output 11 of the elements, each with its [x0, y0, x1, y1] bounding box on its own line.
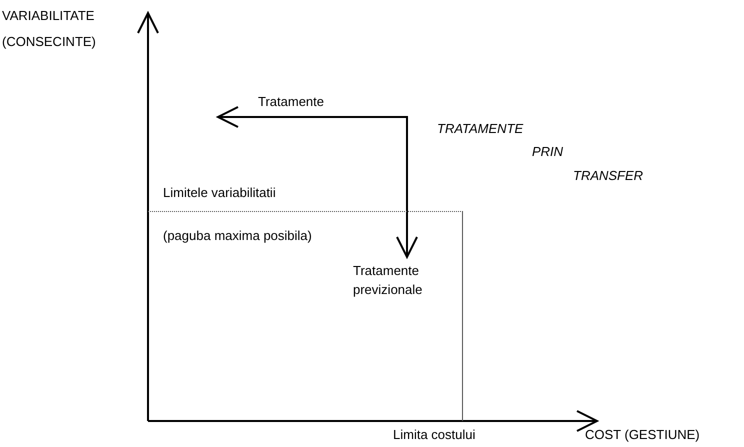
node-label: Tratamente previzionale [353, 262, 424, 299]
bent-arrow [217, 106, 418, 258]
node-label: (paguba maxima posibila) [163, 228, 312, 244]
axis-label: COST (GESTIUNE) [585, 427, 700, 443]
diagram-note: TRATAMENTE [437, 121, 524, 137]
region-heading: Limitele variabilitatii [163, 185, 276, 201]
diagram-note: TRANSFER [573, 168, 644, 184]
diagram-note: PRIN [532, 144, 564, 160]
axis-mark-label: Limita costului [393, 427, 476, 443]
node-label: Tratamente [258, 94, 324, 110]
axis-label: VARIABILITATE (CONSECINTE) [2, 7, 97, 51]
